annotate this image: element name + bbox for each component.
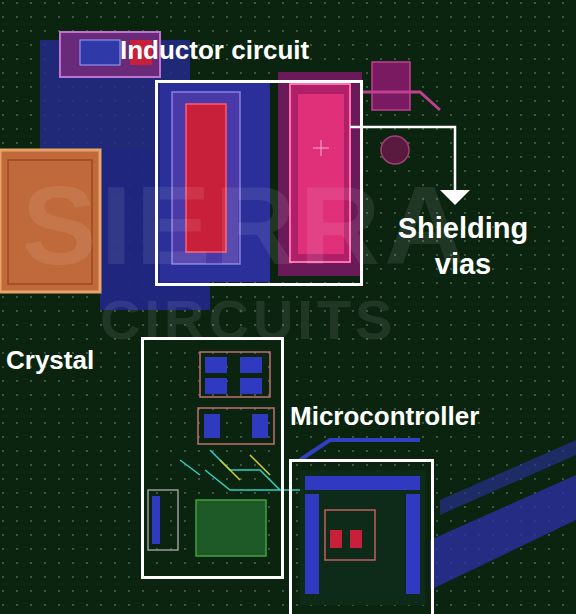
watermark: CIRCUITS (100, 292, 396, 348)
region-label: Inductor circuit (120, 36, 309, 66)
highlight-box: Microcontroller (289, 459, 434, 614)
watermark: SIERRA (22, 170, 469, 282)
highlight-box: Crystal (141, 337, 284, 579)
region-label: Microcontroller (290, 402, 479, 432)
region-label: Crystal (6, 346, 94, 376)
